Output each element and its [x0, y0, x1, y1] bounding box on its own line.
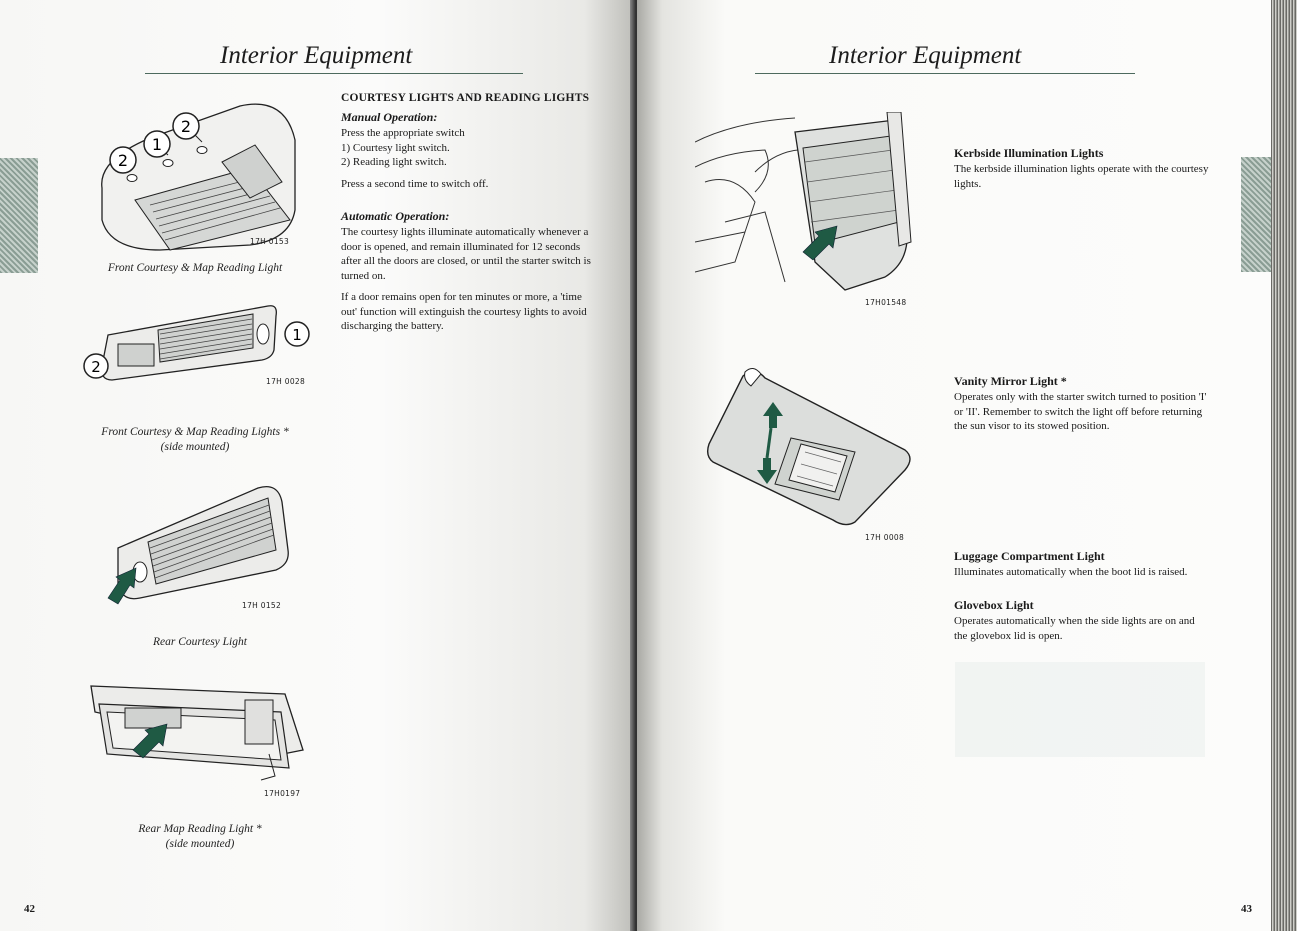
callout-two: 2 — [91, 358, 101, 376]
figure-caption: Front Courtesy & Map Reading Lights *(si… — [101, 426, 289, 453]
section-body: Illuminates automatically when the boot … — [954, 566, 1188, 578]
page-title: Interior Equipment — [220, 42, 413, 69]
callout-one: 1 — [292, 326, 302, 344]
manual-note: Press a second time to switch off. — [341, 177, 489, 190]
page-title: Interior Equipment — [829, 42, 1022, 69]
rear-courtesy-light-illustration — [107, 485, 289, 605]
figure-code: 17H 0008 — [865, 533, 905, 542]
right-page: Interior Equipment 17H01548 17H 0008 — [637, 0, 1271, 931]
vanity-mirror-illustration — [706, 368, 911, 526]
callout-two: 2 — [118, 151, 128, 170]
page-number: 43 — [1241, 903, 1252, 915]
figure-code: 17H 0028 — [266, 377, 306, 386]
section-heading: Vanity Mirror Light * — [954, 374, 1067, 388]
section-heading: Glovebox Light — [954, 598, 1034, 612]
manual-line: 1) Courtesy light switch. — [341, 141, 450, 154]
figure-code: 17H01548 — [865, 298, 907, 307]
show-through-shade — [955, 662, 1205, 757]
figure-code: 17H 0152 — [242, 601, 282, 610]
section-body: The kerbside illumination lights operate… — [954, 163, 1209, 190]
automatic-paragraph: If a door remains open for ten minutes o… — [341, 291, 587, 332]
figure-caption: Rear Map Reading Light *(side mounted) — [138, 823, 262, 850]
title-rule — [145, 73, 523, 74]
courtesy-lights-text: COURTESY LIGHTS AND READING LIGHTS Manua… — [341, 92, 599, 334]
luggage-section: Luggage Compartment Light Illuminates au… — [954, 549, 1219, 580]
page-edges — [1271, 0, 1297, 931]
rear-map-reading-light-illustration — [90, 685, 304, 781]
glovebox-section: Glovebox Light Operates automatically wh… — [954, 598, 1209, 643]
callout-one: 1 — [152, 135, 162, 154]
figure-code: 17H0197 — [264, 789, 301, 798]
front-courtesy-light-illustration: 2 1 2 — [101, 103, 296, 251]
kerbside-light-illustration — [695, 112, 912, 291]
thumb-tab — [0, 158, 38, 273]
page-number: 42 — [24, 903, 35, 915]
figure-caption: Front Courtesy & Map Reading Light — [107, 262, 283, 274]
section-heading: COURTESY LIGHTS AND READING LIGHTS — [341, 92, 590, 104]
figure-caption: Rear Courtesy Light — [153, 636, 247, 648]
kerbside-section: Kerbside Illumination Lights The kerbsid… — [954, 146, 1209, 191]
section-heading: Luggage Compartment Light — [954, 549, 1105, 563]
section-body: Operates automatically when the side lig… — [954, 615, 1195, 642]
thumb-tab — [1241, 157, 1271, 272]
manual-line: 2) Reading light switch. — [341, 156, 447, 168]
manual-line: Press the appropriate switch — [341, 127, 465, 139]
section-heading: Kerbside Illumination Lights — [954, 146, 1104, 160]
section-body: Operates only with the starter switch tu… — [954, 391, 1207, 432]
left-page: Interior Equipment 2 1 2 17H 0153 Front … — [0, 0, 635, 931]
vanity-mirror-section: Vanity Mirror Light * Operates only with… — [954, 374, 1209, 434]
automatic-operation-title: Automatic Operation: — [341, 209, 450, 223]
figure-code: 17H 0153 — [250, 237, 290, 246]
manual-operation-title: Manual Operation: — [341, 110, 438, 124]
side-mounted-light-illustration: 1 2 — [83, 305, 310, 381]
automatic-paragraph: The courtesy lights illuminate automatic… — [341, 226, 591, 282]
title-rule — [755, 73, 1135, 74]
callout-two: 2 — [181, 117, 191, 136]
